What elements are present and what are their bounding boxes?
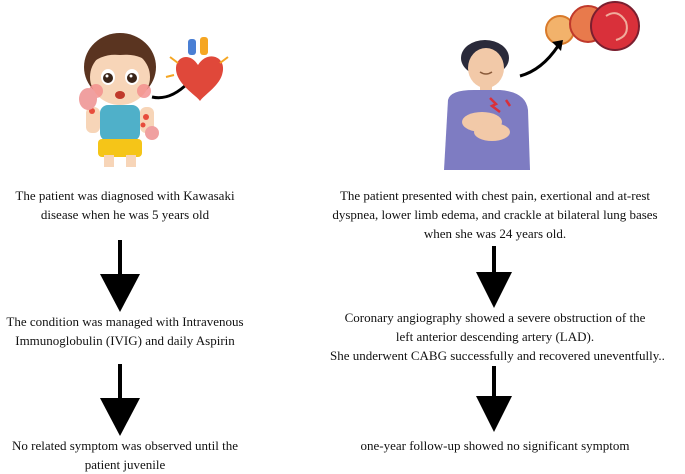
text-line: one-year follow-up showed no significant… xyxy=(360,438,630,453)
right-down-arrow-1 xyxy=(476,246,512,308)
text-line: Immunoglobulin (IVIG) and daily Aspirin xyxy=(15,333,235,348)
left-step-3-text: No related symptom was observed until th… xyxy=(0,436,250,474)
left-down-arrow-2 xyxy=(100,364,140,436)
right-step-2-text: Coronary angiography showed a severe obs… xyxy=(330,308,665,365)
left-step-1-text: The patient was diagnosed with Kawasaki … xyxy=(0,186,250,224)
right-step-3-text: one-year follow-up showed no significant… xyxy=(330,436,660,455)
text-line: when she was 24 years old. xyxy=(423,226,567,241)
text-line: disease when he was 5 years old xyxy=(40,207,210,222)
text-line: patient juvenile xyxy=(84,457,166,472)
text-line: The condition was managed with Intraveno… xyxy=(6,314,244,329)
left-down-arrow-1 xyxy=(100,240,140,312)
text-line: Coronary angiography showed a severe obs… xyxy=(344,310,646,325)
text-line: The patient presented with chest pain, e… xyxy=(339,188,651,203)
text-line: No related symptom was observed until th… xyxy=(11,438,238,453)
adult-with-chest-pain-illustration xyxy=(444,1,640,170)
text-line: She underwent CABG successfully and reco… xyxy=(330,348,665,363)
text-line: dyspnea, lower limb edema, and crackle a… xyxy=(332,207,658,222)
right-down-arrow-2 xyxy=(476,366,512,432)
left-step-2-text: The condition was managed with Intraveno… xyxy=(0,312,250,350)
right-step-1-text: The patient presented with chest pain, e… xyxy=(330,186,660,243)
child-with-kawasaki-illustration xyxy=(79,33,229,167)
text-line: left anterior descending artery (LAD). xyxy=(395,329,595,344)
text-line: The patient was diagnosed with Kawasaki xyxy=(15,188,235,203)
